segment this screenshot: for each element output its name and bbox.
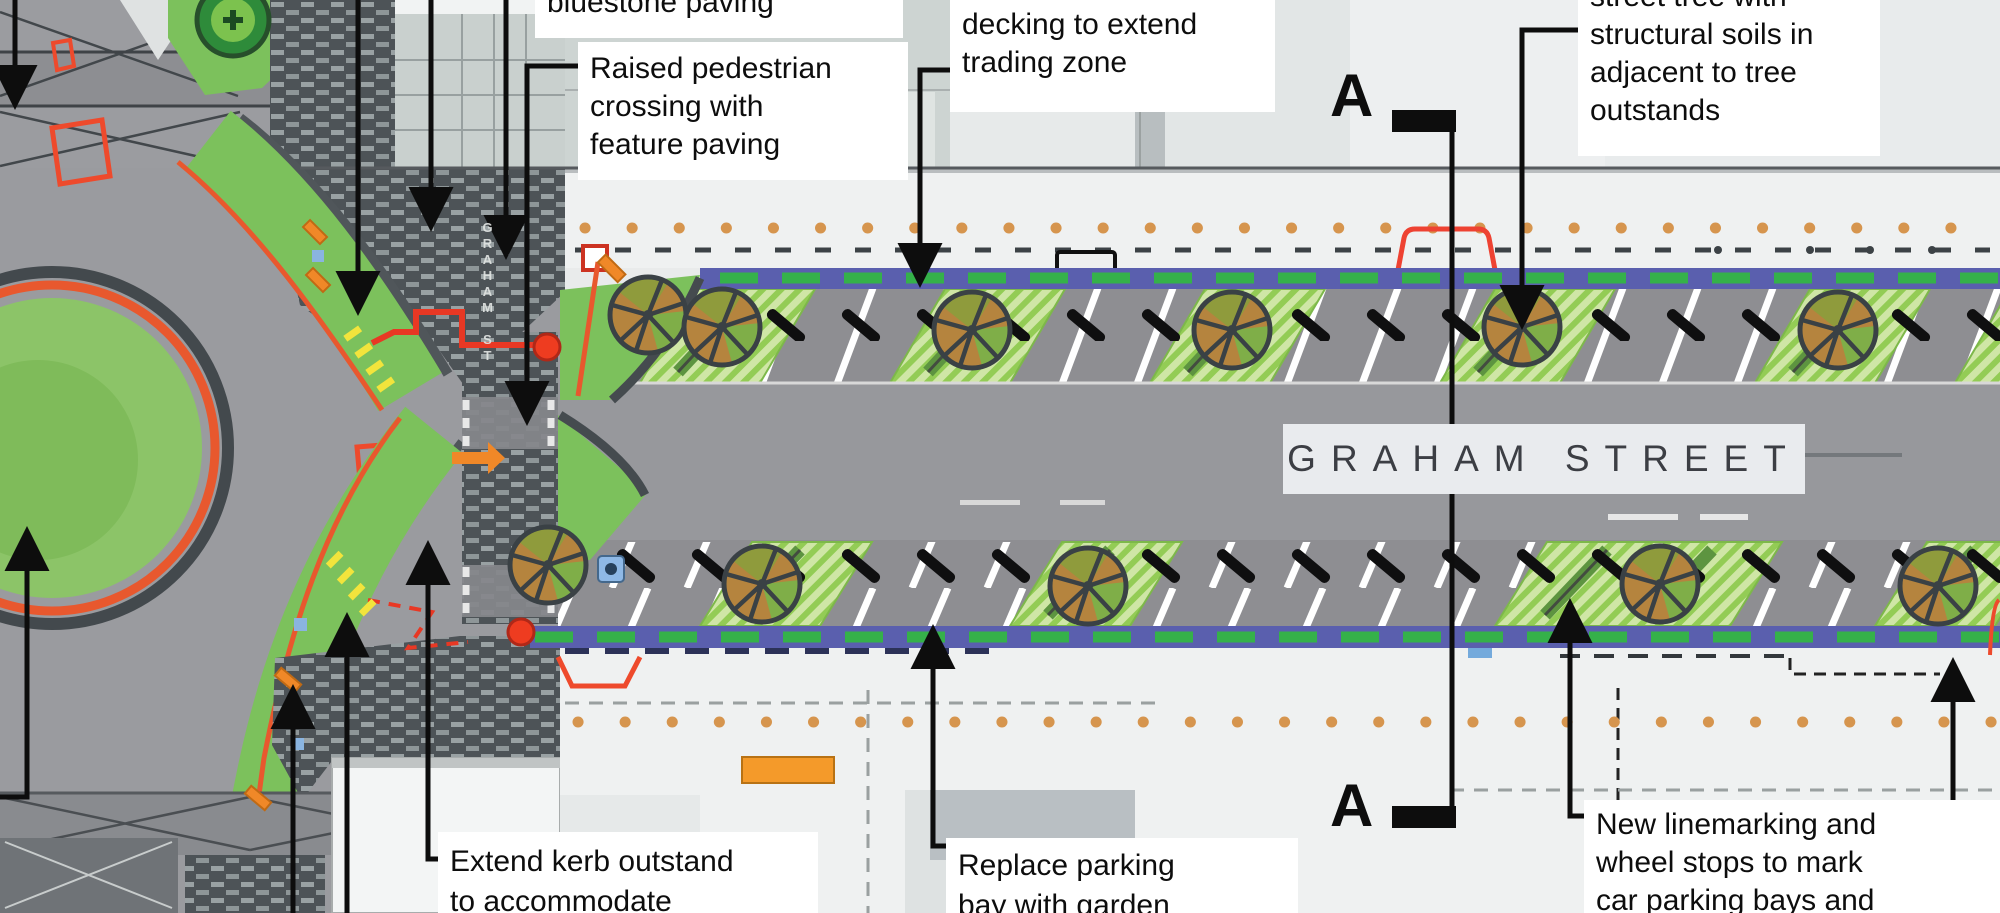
direction-arrow xyxy=(452,442,505,474)
callout-extend-kerb: Extend kerb outstand to accommodate xyxy=(438,832,818,913)
red-node xyxy=(532,332,562,362)
section-marker-a-bottom: A xyxy=(1330,772,1374,839)
street-name-paving-text: GRAHAM ST xyxy=(480,220,495,364)
section-bar-top xyxy=(1392,110,1456,132)
callout-line: wheel stops to mark xyxy=(1596,846,1863,879)
callout-line: New linemarking and xyxy=(1596,808,1877,841)
callout-line: structural soils in xyxy=(1590,18,1814,51)
furniture-symbol xyxy=(741,756,835,784)
wheel-stops xyxy=(612,289,2000,341)
red-car-outline xyxy=(1395,226,1498,271)
callout-line: to accommodate xyxy=(450,885,672,913)
callout-line: decking to extend xyxy=(962,8,1198,41)
section-marker-a-top: A xyxy=(1330,62,1374,129)
callout-line: adjacent to tree xyxy=(1590,56,1797,89)
callout-line: Extend kerb outstand xyxy=(450,845,734,878)
callout-line: outstands xyxy=(1590,94,1721,127)
kerb-line-south xyxy=(530,626,2000,648)
callout-line: feature paving xyxy=(590,128,781,161)
callout-line: bay with garden xyxy=(958,889,1170,913)
callout-line: car parking bays and xyxy=(1596,884,1875,913)
street-name-label: GRAHAM STREET xyxy=(1283,424,1805,494)
red-kerb-line xyxy=(176,160,385,412)
red-accessible-route xyxy=(367,309,547,651)
building-facade xyxy=(395,14,565,168)
callout-replace-parking: Replace parking bay with garden xyxy=(946,838,1298,913)
callout-line: Replace parking xyxy=(958,849,1175,882)
zebra-marks xyxy=(462,400,555,615)
yellow-markings xyxy=(325,325,396,617)
callout-line: street tree with xyxy=(1590,0,1868,16)
bluestone-footpath-south xyxy=(185,636,560,913)
island-red-ring xyxy=(0,280,220,616)
footpath-north xyxy=(300,166,2000,276)
street-furniture xyxy=(243,218,627,812)
callout-raised-crossing: Raised pedestrian crossing with feature … xyxy=(578,42,908,180)
red-node xyxy=(506,617,536,647)
callout-decking-trading: decking to extend trading zone xyxy=(950,0,1275,112)
callout-line: Raised pedestrian xyxy=(590,52,832,85)
kerb-line-north xyxy=(700,268,2000,289)
street-trees xyxy=(194,0,1976,624)
callout-line: bluestone paving xyxy=(547,0,774,19)
section-bar-bottom xyxy=(1392,806,1456,828)
callout-structural-soils: street tree with structural soils in adj… xyxy=(1578,0,1880,156)
parking-strip-north xyxy=(565,287,2000,385)
callout-line: trading zone xyxy=(962,46,1128,79)
island-kerb-ring xyxy=(0,266,234,630)
callout-new-linemarking: New linemarking and wheel stops to mark … xyxy=(1584,800,2000,913)
red-ramp-outline xyxy=(555,655,643,689)
kerb-outstand-south xyxy=(557,411,650,560)
callout-line: crossing with xyxy=(590,90,764,123)
callout-bluestone-paving: bluestone paving xyxy=(535,0,903,38)
